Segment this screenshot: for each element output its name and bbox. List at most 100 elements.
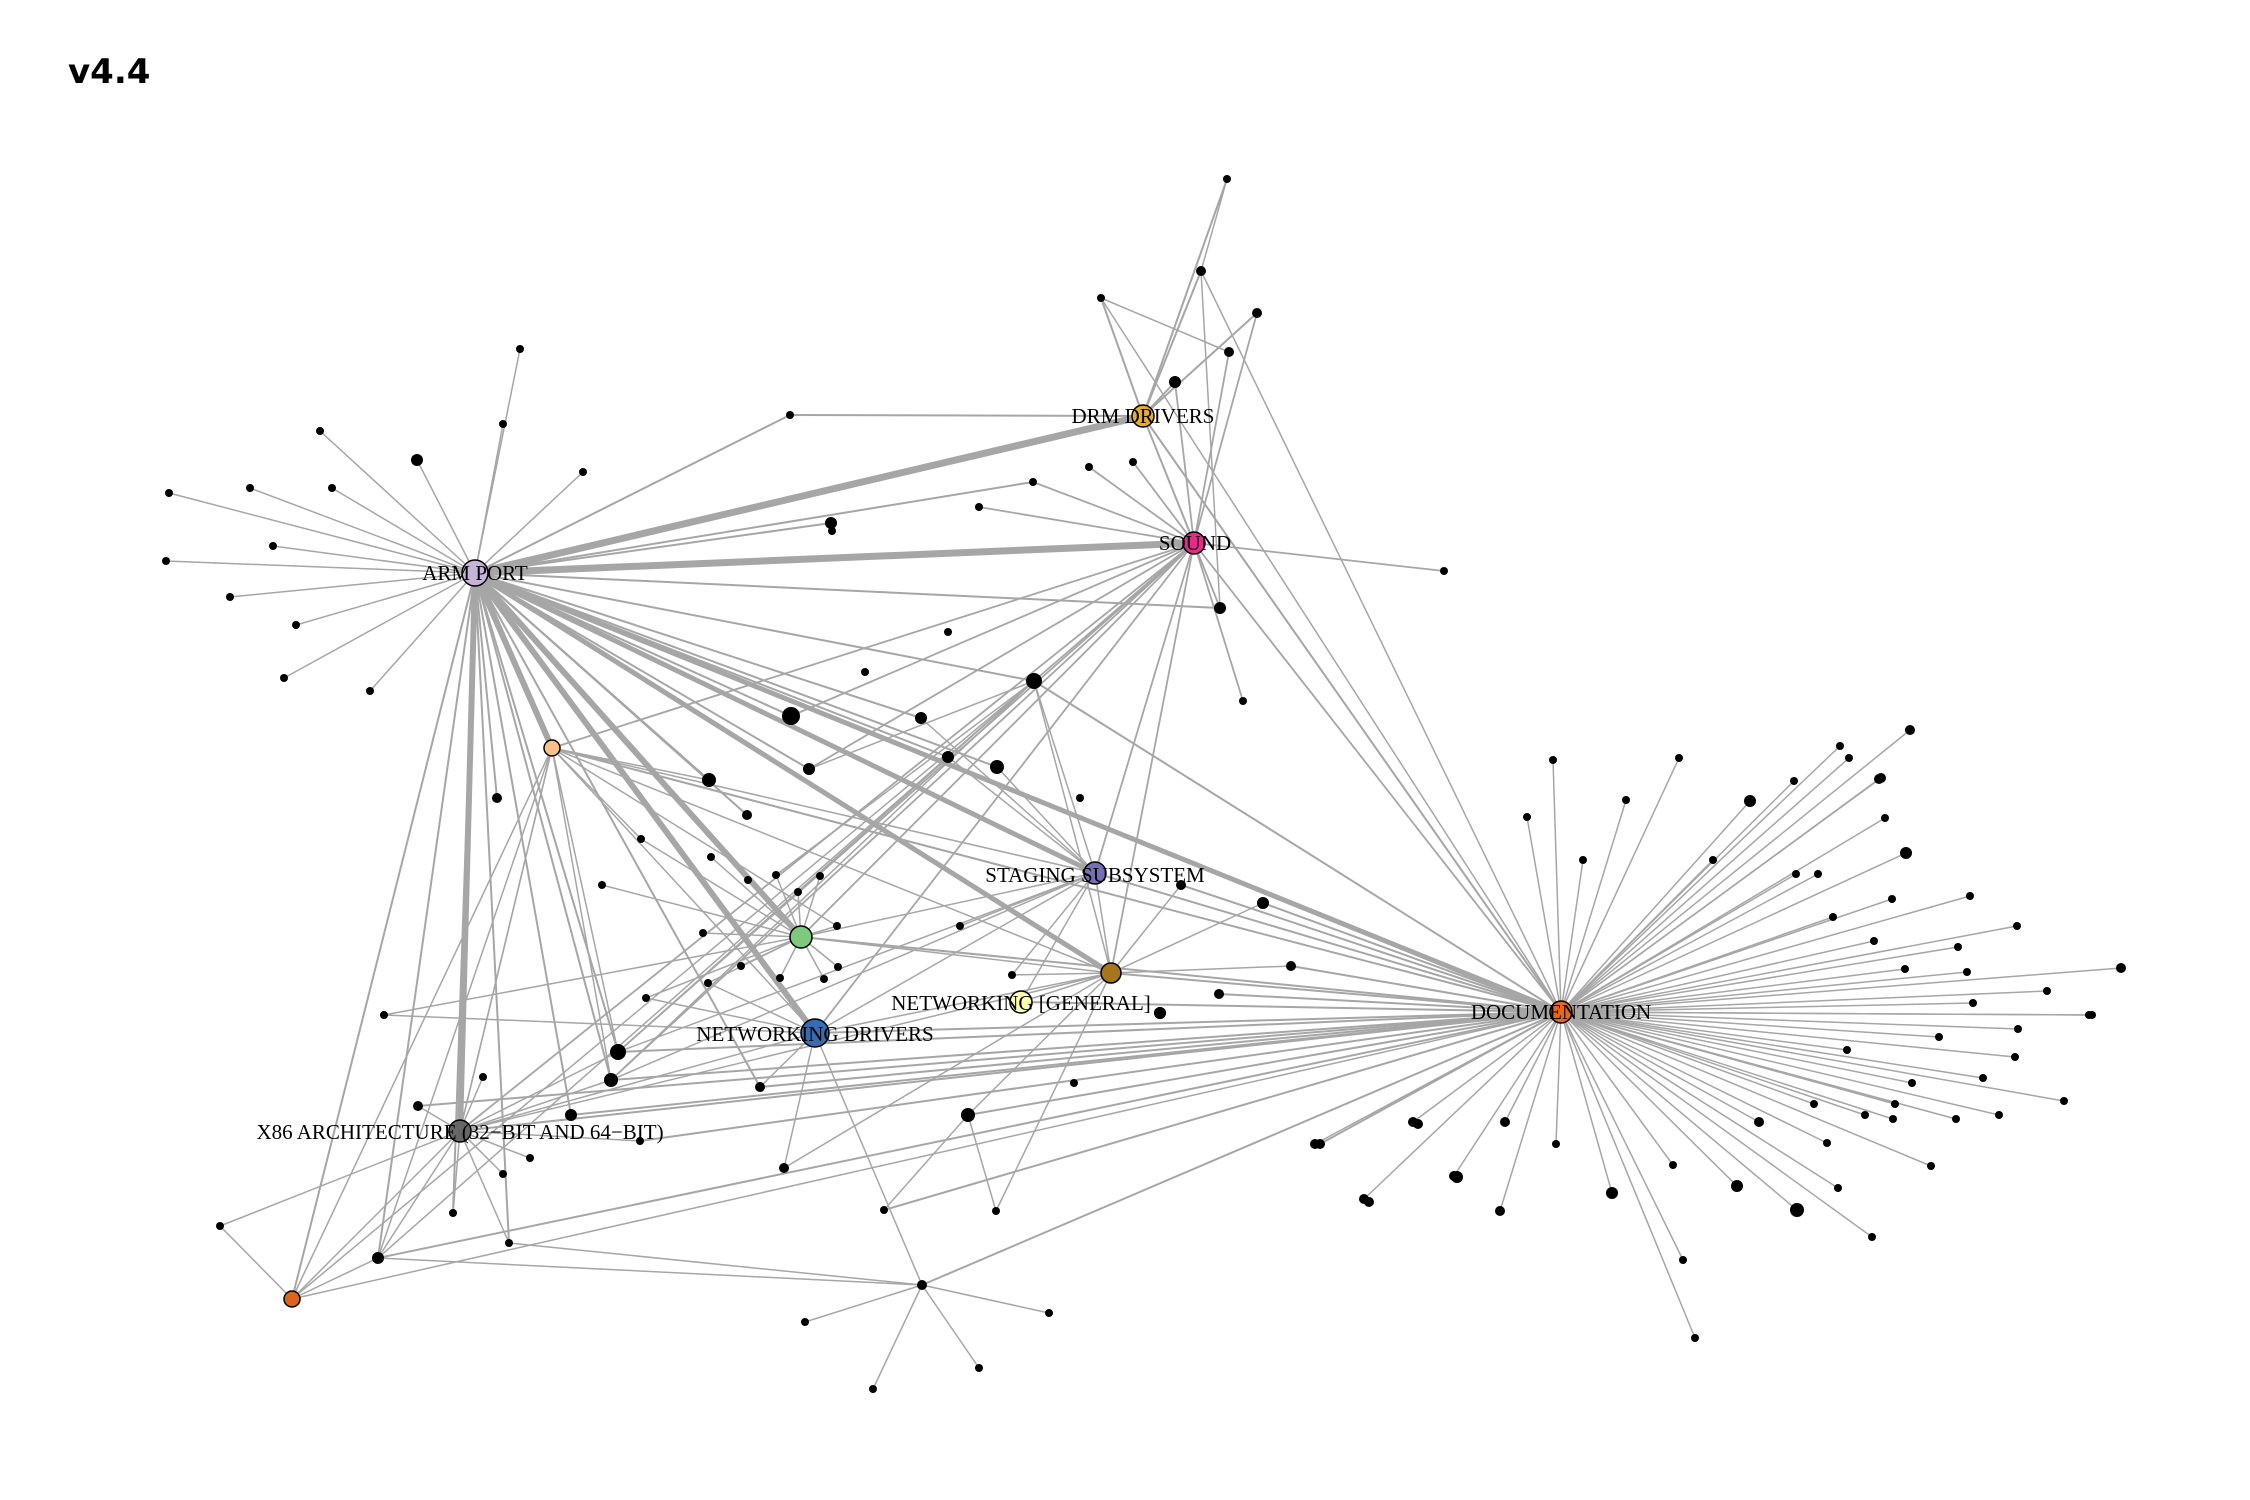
node-r5 (1675, 754, 1683, 762)
node-r58 (1408, 1117, 1418, 1127)
node-b7 (869, 1385, 877, 1393)
node-d13 (1239, 697, 1247, 705)
node-r15 (1814, 870, 1822, 878)
edge-x86-l2 (459, 1079, 612, 1132)
node-r49 (1552, 1140, 1560, 1148)
node-r6 (1709, 856, 1717, 864)
edge-peach-orange2 (291, 747, 553, 1300)
node-m2 (861, 668, 869, 676)
edge-doc-m4 (1033, 680, 1562, 1013)
edge-doc-r37 (1560, 1011, 1815, 1105)
hub-node-peach (543, 739, 561, 757)
edge-drm-d3 (1100, 297, 1144, 417)
edge-sound-d13 (1193, 542, 1244, 702)
node-m22 (699, 929, 707, 937)
node-r45 (1790, 1203, 1804, 1217)
edge-orange2-m4 (291, 680, 1035, 1300)
node-r3 (1579, 856, 1587, 864)
edge-doc-r57 (1504, 1011, 1562, 1123)
node-l16 (961, 1108, 975, 1122)
edge-staging-netdrv (814, 872, 1096, 1034)
edge-doc-r33 (1560, 1011, 1913, 1084)
edge-doc-r52 (1560, 1011, 1684, 1261)
edge-sound-d8 (1088, 466, 1195, 544)
edge-doc-r43 (1560, 1011, 1760, 1123)
node-r37 (1810, 1100, 1818, 1108)
edge-arm-a8 (168, 492, 476, 574)
edge-sound-peach (551, 542, 1195, 749)
edge-d3-doc (1100, 297, 1562, 1013)
hub-label-netgen: NETWORKING [GENERAL] (891, 991, 1151, 1015)
node-r54 (1834, 1184, 1842, 1192)
node-l14 (380, 1011, 388, 1019)
edge-doc-r30 (1560, 1011, 1940, 1038)
edge-doc-r21 (1560, 925, 2018, 1013)
edge-green-m14 (710, 856, 802, 938)
edge-brown-m27 (1011, 972, 1112, 976)
edge-x86-l9 (452, 1130, 461, 1214)
hub-node-drm (1131, 404, 1155, 428)
edge-doc-r55 (1560, 1011, 1696, 1339)
edge-green-m22 (702, 932, 802, 938)
node-d10 (975, 503, 983, 511)
node-a2 (499, 420, 507, 428)
node-a1 (516, 345, 524, 353)
edge-doc-b4 (921, 1011, 1562, 1286)
edge-doc-r23 (1560, 971, 1968, 1013)
node-r42 (1927, 1162, 1935, 1170)
node-d11 (1214, 602, 1226, 614)
edge-doc-r61 (1560, 873, 1797, 1013)
node-m15 (744, 876, 752, 884)
node-d4 (1252, 308, 1262, 318)
edge-b4-l10 (508, 1242, 923, 1286)
node-r9 (1845, 754, 1853, 762)
edge-arm-drm (474, 412, 1144, 577)
edge-orange2-l12 (219, 1225, 293, 1300)
node-r19 (1870, 937, 1878, 945)
edge-drm-doc (1142, 415, 1562, 1013)
edge-doc-m30 (1290, 965, 1562, 1013)
node-r16 (1829, 913, 1837, 921)
edge-arm-netdrv (472, 571, 818, 1035)
edge-sound-brown (1110, 542, 1195, 974)
edge-l16-b2 (883, 1114, 969, 1211)
edge-b4-b8 (921, 1284, 980, 1369)
node-l17 (1154, 1007, 1166, 1019)
edge-orange2-x86 (291, 1130, 461, 1300)
edge-sound-netdrv (814, 542, 1195, 1034)
node-r25 (2043, 987, 2051, 995)
edge-doc-r2 (1526, 816, 1562, 1013)
node-r59 (1310, 1139, 1320, 1149)
node-r8 (1790, 777, 1798, 785)
node-b8 (975, 1364, 983, 1372)
node-m19 (816, 872, 824, 880)
node-l12 (216, 1222, 224, 1230)
node-r32 (1843, 1046, 1851, 1054)
hub-label-netdrv: NETWORKING DRIVERS (696, 1022, 933, 1046)
edge-arm-a17 (474, 522, 832, 574)
edge-doc-r56 (1363, 1011, 1562, 1200)
edge-b4-l11 (377, 1257, 923, 1286)
node-l2 (604, 1073, 618, 1087)
edge-sound-d4 (1193, 312, 1258, 544)
edge-doc-r44 (1560, 1011, 1828, 1144)
edge-doc-r15 (1560, 873, 1819, 1013)
node-l10 (505, 1239, 513, 1247)
edge-doc-r31 (1560, 1011, 2016, 1058)
edge-doc-r34 (1560, 1011, 1984, 1079)
node-r47 (1669, 1161, 1677, 1169)
hub-node-sound (1182, 531, 1206, 555)
node-d9 (1029, 478, 1037, 486)
edge-brown-m33 (1110, 884, 1182, 974)
edge-arm-a9 (272, 545, 476, 574)
edge-doc-r19 (1560, 940, 1875, 1013)
edge-peach-brown (551, 747, 1112, 974)
node-r43 (1754, 1117, 1764, 1127)
edge-arm-m4 (474, 572, 1035, 682)
edge-doc-r3 (1560, 859, 1584, 1013)
edge-doc-r22 (1560, 968, 1906, 1013)
node-a8 (165, 489, 173, 497)
edge-m4-l11 (377, 680, 1035, 1259)
hub-label-staging: STAGING SUBSYSTEM (985, 863, 1205, 887)
